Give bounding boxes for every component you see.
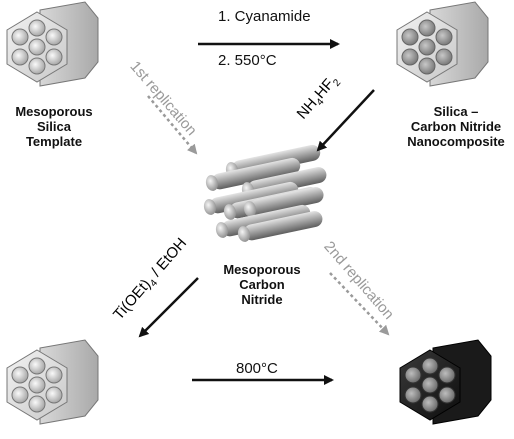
label-nanocomposite: Silica – Carbon Nitride Nanocomposite xyxy=(407,104,505,149)
step-cyanamide: 1. Cyanamide xyxy=(218,8,311,25)
replica-silica-icon xyxy=(6,339,99,425)
arrow-etch xyxy=(316,89,375,152)
label-carbon-nitride: Mesoporous Carbon Nitride xyxy=(223,262,301,307)
arrow-second-replication xyxy=(329,272,390,336)
silica-template-icon xyxy=(6,1,99,87)
nanocomposite-icon xyxy=(396,1,489,87)
dark-replica-icon xyxy=(399,339,492,425)
label-silica-template: Mesoporous Silica Template xyxy=(15,104,93,149)
step-800c: 800°C xyxy=(236,360,278,377)
carbon-nitride-rods-icon xyxy=(203,144,327,242)
arrow-first-replication xyxy=(147,95,198,155)
step-550c: 2. 550°C xyxy=(218,52,277,69)
arrow-ti-step xyxy=(138,277,199,338)
